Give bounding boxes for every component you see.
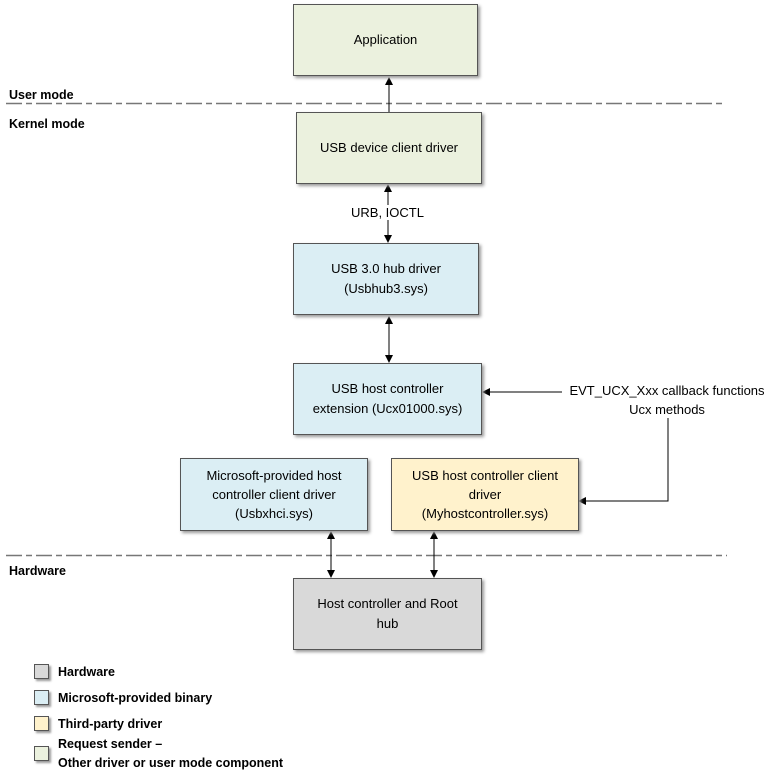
third-party-client-driver-box: USB host controller client driver (Myhostc…	[391, 458, 579, 531]
arrow-methods-client	[578, 418, 669, 505]
kernel-mode-label: Kernel mode	[9, 117, 85, 131]
hardware-zone-label: Hardware	[9, 564, 66, 578]
ucx-line: USB host controller	[331, 381, 444, 396]
ms-client-driver-box: Microsoft-provided host controller client…	[180, 458, 368, 531]
legend-swatch-microsoft	[34, 690, 49, 705]
legend-label-third-party: Third-party driver	[58, 717, 163, 731]
ucx-line: extension (Ucx01000.sys)	[312, 401, 463, 416]
third-party-line: driver	[468, 487, 502, 502]
legend-swatch-request-sender	[34, 746, 49, 761]
third-party-line: USB host controller client	[412, 468, 558, 483]
legend-swatch-hardware	[34, 664, 49, 679]
ms-client-line: controller client driver	[212, 487, 336, 502]
host-controller-hardware-box: Host controller and Root hub	[293, 578, 482, 650]
hardware-line: hub	[376, 616, 399, 631]
user-mode-label: User mode	[9, 88, 74, 102]
legend-label-microsoft: Microsoft-provided binary	[58, 691, 213, 705]
application-box: Application	[293, 4, 478, 76]
hub-driver-box: USB 3.0 hub driver (Usbhub3.sys)	[293, 243, 479, 315]
hardware-line: Host controller and Root	[317, 596, 458, 611]
legend-label-request-sender: Request sender – Other driver or user mod…	[58, 735, 283, 773]
ms-client-line: Microsoft-provided host	[206, 468, 342, 483]
device-client-label: USB device client driver	[320, 140, 458, 155]
ms-client-line: (Usbxhci.sys)	[234, 506, 313, 521]
device-client-driver-box: USB device client driver	[296, 112, 482, 184]
legend-line: Request sender –	[58, 737, 163, 751]
methods-line: Ucx methods	[629, 402, 705, 417]
third-party-line: (Myhostcontroller.sys)	[421, 506, 549, 521]
callbacks-line: EVT_UCX_Xxx callback functions	[569, 383, 765, 398]
legend-swatch-third-party	[34, 716, 49, 731]
legend-line: Other driver or user mode component	[58, 756, 284, 770]
legend-label-hardware: Hardware	[58, 665, 115, 679]
hub-driver-line: (Usbhub3.sys)	[344, 281, 428, 296]
hub-driver-line: USB 3.0 hub driver	[331, 261, 441, 276]
urb-ioctl-label: URB, IOCTL	[335, 205, 440, 220]
ucx-box: USB host controller extension (Ucx01000.s…	[293, 363, 482, 435]
application-label: Application	[353, 32, 418, 47]
